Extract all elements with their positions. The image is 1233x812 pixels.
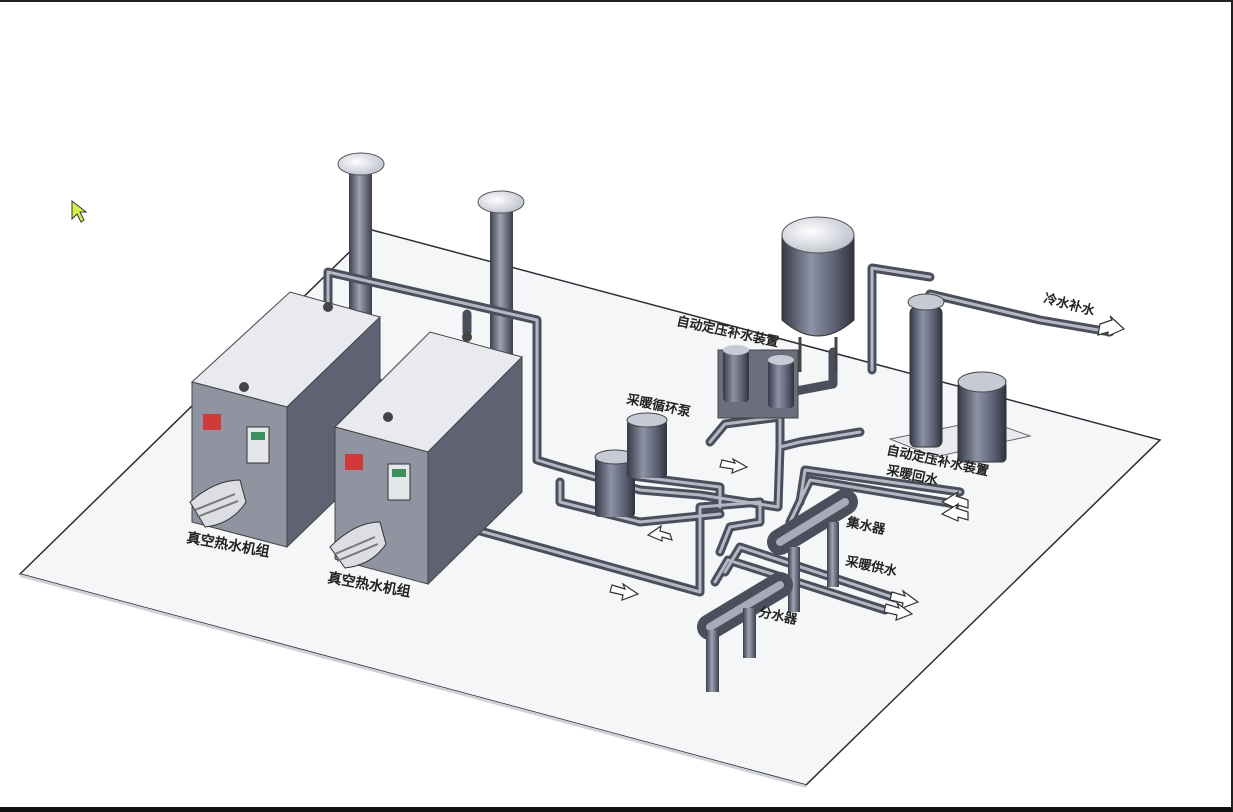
boiler-unit-2 bbox=[329, 331, 523, 586]
boiler-2-badge bbox=[345, 454, 363, 470]
distributor-header bbox=[697, 572, 793, 692]
filter-column bbox=[907, 293, 945, 448]
floor-shadow bbox=[20, 574, 806, 788]
boiler-unit-1 bbox=[189, 291, 381, 549]
brine-tank bbox=[957, 371, 1007, 463]
collector-header bbox=[767, 489, 858, 612]
expansion-tank bbox=[781, 216, 855, 372]
flow-arrow-icon bbox=[609, 315, 1126, 621]
boiler-1-badge bbox=[203, 414, 221, 430]
label-cold-makeup: 冷水补水 bbox=[1042, 290, 1097, 319]
mouse-pointer-icon bbox=[71, 199, 88, 223]
burner-2 bbox=[329, 521, 387, 569]
circulation-pump-2 bbox=[626, 412, 668, 478]
burner-1 bbox=[189, 479, 247, 528]
circulation-pump-1 bbox=[594, 449, 636, 517]
chimney-2 bbox=[477, 190, 525, 362]
pressure-makeup-unit-top bbox=[717, 345, 799, 419]
chimney-1 bbox=[337, 152, 385, 332]
